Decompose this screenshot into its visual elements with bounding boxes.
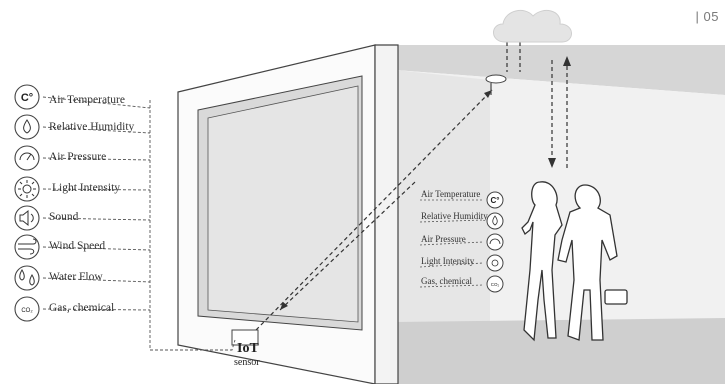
right-label-relative-humidity: Relative Humidity [421,211,488,221]
pressure-gauge-icon [14,145,40,171]
right-label-light-intensity: Light Intensity [421,256,475,266]
left-label-water-flow: Water Flow [49,271,103,283]
sun-icon [486,254,504,272]
ceiling-plane [395,45,725,95]
gas-co2-icon [14,296,40,322]
left-label-air-pressure: Air Pressure [49,151,107,163]
celsius-glyph-right: C° [491,196,500,205]
data-flow-arrows [255,42,568,331]
left-label-relative-humidity: Relative Humidity [49,121,135,133]
left-label-light-intensity: Light Intensity [52,182,121,194]
humidity-drop-icon [14,114,40,140]
man-silhouette [557,184,618,341]
celsius-icon [14,84,40,110]
cloud-icon [493,9,572,43]
iot-sensor-box [231,329,259,346]
right-sensor-icons: C° CO₂ [486,191,504,293]
wind-icon [14,234,40,260]
right-leader-lines [419,199,484,288]
iot-sensor-subtitle: sensor [234,357,260,368]
right-label-gas-chemical: Gas, chemical [421,276,472,286]
page-number: | 05 [695,9,719,24]
left-sensor-icons: C° CO₂ [14,84,40,322]
arrow-heads [280,56,571,310]
people-silhouettes [521,181,628,342]
left-label-gas-chemical: Gas, chemical [49,302,115,314]
right-label-air-pressure: Air Pressure [421,234,466,244]
right-label-air-temperature: Air Temperature [421,189,481,199]
window-frame-depth [374,44,399,384]
humidity-drop-icon [486,212,504,230]
left-label-sound: Sound [49,211,79,223]
woman-silhouette [521,181,563,342]
floor-plane [395,318,725,384]
iot-sensor-title: IoT [237,341,259,356]
celsius-icon [486,191,504,209]
gas-co2-icon [486,275,504,293]
left-label-wind-speed: Wind Speed [49,240,106,252]
water-drops-icon [14,265,40,291]
side-wall [395,70,490,322]
co2-glyph-right: CO₂ [491,282,500,287]
pressure-gauge-icon [486,233,504,251]
co2-glyph: CO₂ [21,308,33,314]
ceiling-sensor-icon [485,74,507,95]
speaker-icon [14,205,40,231]
left-leader-lines [42,96,236,351]
celsius-glyph: C° [21,92,33,104]
left-label-air-temperature: Air Temperature [49,94,125,106]
toolbox-icon [604,289,628,305]
window-glass-inner [207,85,359,323]
